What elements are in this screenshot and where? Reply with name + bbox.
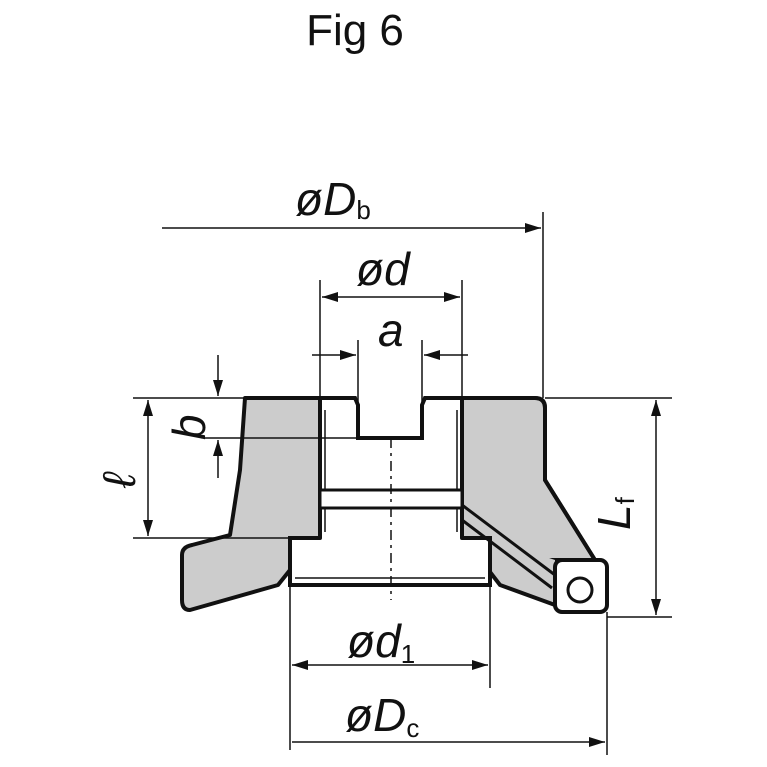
cutter-outline-right — [462, 396, 597, 562]
extension-lines — [133, 212, 672, 755]
label-a: a — [378, 304, 404, 356]
label-Db-subscript: b — [356, 195, 370, 225]
label-Db: øDb — [295, 173, 371, 225]
insert-screw-hole — [566, 576, 594, 604]
label-Db-symbol: øD — [295, 173, 356, 225]
cutter-body-left — [180, 396, 322, 612]
label-b: b — [163, 414, 215, 440]
key-slot-outline — [318, 396, 464, 440]
cutter-outline-right-lower — [488, 570, 556, 607]
label-l: ℓ — [93, 471, 145, 489]
figure-title: Fig 6 — [306, 6, 404, 55]
label-d1-symbol: ød — [347, 615, 402, 667]
label-Dc: øDc — [345, 689, 419, 743]
label-Dc-symbol: øD — [345, 689, 406, 741]
label-Lf: Lf — [588, 496, 640, 530]
label-d: ød — [356, 243, 411, 295]
label-d1: ød1 — [347, 615, 415, 669]
label-Dc-subscript: c — [406, 713, 419, 743]
label-d1-subscript: 1 — [401, 639, 415, 669]
dimension-lines — [143, 223, 661, 747]
cutter-body — [180, 396, 609, 614]
label-Lf-subscript: f — [610, 496, 640, 504]
label-Lf-symbol: L — [588, 504, 640, 530]
coolant-channel — [461, 503, 556, 590]
